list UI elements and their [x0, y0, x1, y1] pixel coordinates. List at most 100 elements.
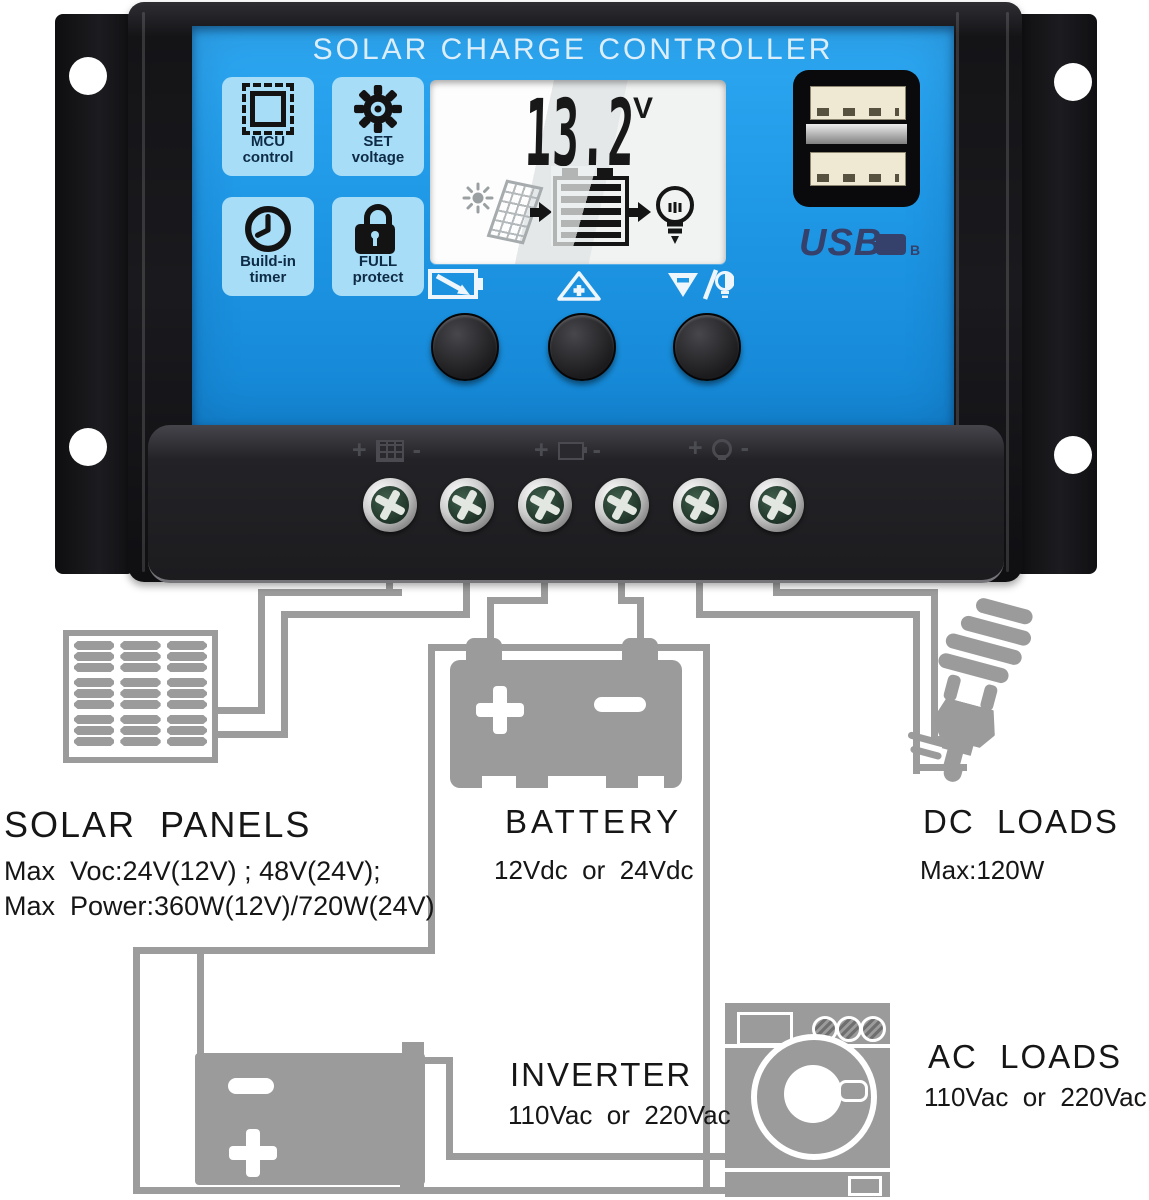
battery-terminal-icon	[557, 441, 587, 460]
battery-foot-notch	[482, 776, 516, 788]
battery-foot-notch	[548, 776, 606, 788]
battery-type-button[interactable]	[431, 313, 499, 381]
solar-cell	[120, 641, 161, 672]
wire-battery-positive	[487, 597, 548, 604]
wire-inverter-left	[428, 651, 435, 954]
terminal-screw[interactable]	[673, 478, 727, 532]
wire-dcload-negative	[773, 574, 780, 596]
inverter-title: INVERTER	[510, 1056, 693, 1093]
mounting-hole	[1054, 436, 1092, 474]
mounting-hole	[69, 57, 107, 95]
solar-cell-bar	[120, 641, 161, 650]
solar-panel-column	[166, 641, 207, 752]
solar-panels-spec1: Max Voc:24V(12V) ; 48V(24V);	[4, 856, 381, 886]
mounting-hole	[1054, 63, 1092, 101]
wire-solar-negative	[463, 574, 470, 618]
wire-dcload-positive	[696, 574, 703, 618]
terminal-screw[interactable]	[750, 478, 804, 532]
wire-solar-negative	[281, 611, 470, 618]
solar-cell-bar	[120, 726, 161, 735]
washer-knob	[836, 1016, 862, 1042]
terminal-screw[interactable]	[595, 478, 649, 532]
wire-solar-positive	[214, 707, 262, 714]
solar-cell-bar	[166, 700, 207, 709]
gear-icon	[353, 84, 403, 134]
solar-cell-bar	[120, 663, 161, 672]
decrease-load-button[interactable]	[673, 313, 741, 381]
usb-mark: B	[910, 242, 921, 258]
washer-knob	[860, 1016, 886, 1042]
solar-cell-bar	[166, 678, 207, 687]
mounting-bracket-left	[55, 14, 135, 574]
wire-inverter-left	[197, 954, 204, 1054]
solar-cell-bar	[166, 726, 207, 735]
lcd-arrow-icon	[629, 202, 651, 222]
lcd-voltage-unit: V	[633, 92, 654, 125]
terminal-screw[interactable]	[518, 478, 572, 532]
solar-cell-bar	[166, 715, 207, 724]
ac-loads-spec1: 110Vac or 220Vac	[924, 1082, 1147, 1112]
wire-inverter-right	[703, 651, 710, 1194]
inverter-icon	[195, 1053, 425, 1185]
wire-dcload-positive	[913, 618, 920, 774]
wire-solar-positive	[258, 596, 265, 714]
clock-icon	[244, 204, 292, 254]
dc-loads-spec1: Max:120W	[920, 855, 1045, 885]
terminal-screw[interactable]	[363, 478, 417, 532]
solar-cell-bar	[120, 652, 161, 661]
solar-cell-bar	[74, 715, 115, 724]
solar-cell	[74, 641, 115, 672]
solar-cell-bar	[74, 641, 115, 650]
device-title: SOLAR CHARGE CONTROLLER	[312, 33, 834, 66]
battery-spec1: 12Vdc or 24Vdc	[494, 855, 694, 885]
lcd-display: 13.2 V	[430, 80, 726, 264]
solar-panel-column	[74, 641, 115, 752]
dc-loads-title: DC LOADS	[923, 803, 1119, 840]
inverter-top-tab	[402, 1042, 424, 1056]
wire-solar-negative	[214, 731, 284, 738]
terminal-screw[interactable]	[440, 478, 494, 532]
minus-triangle-lamp-indicator-icon	[668, 269, 734, 300]
solar-panel-column	[120, 641, 161, 752]
terminal-label-load: + -	[688, 434, 749, 462]
solar-cell-bar	[74, 663, 115, 672]
usb-label: USB	[799, 222, 883, 264]
battery-foot-notch	[638, 776, 664, 788]
solar-cell	[166, 641, 207, 672]
padlock-icon	[355, 204, 401, 254]
increase-button[interactable]	[548, 313, 616, 381]
solar-cell-bar	[120, 737, 161, 746]
solar-panels-spec2: Max Power:360W(12V)/720W(24V)	[4, 891, 435, 921]
wire-solar-negative	[281, 618, 288, 738]
solar-cell	[166, 715, 207, 746]
solar-cell-bar	[166, 663, 207, 672]
mcu-stamp-icon	[242, 83, 294, 135]
solar-cell-bar	[120, 678, 161, 687]
wire-solar-positive	[258, 589, 402, 596]
usb-port-top	[810, 86, 906, 120]
solar-cell-bar	[74, 726, 115, 735]
solar-cell-bar	[166, 652, 207, 661]
mounting-hole	[69, 428, 107, 466]
solar-cell	[120, 715, 161, 746]
lcd-bulb-icon	[656, 186, 694, 244]
wire-battery-positive	[487, 604, 494, 648]
solar-cell-bar	[120, 700, 161, 709]
solar-cell	[74, 715, 115, 746]
battery-charge-indicator-icon	[428, 269, 483, 299]
wire-solar-positive	[386, 574, 393, 596]
washer-kick-panel	[848, 1176, 882, 1196]
wire-battery-negative	[618, 574, 625, 604]
solar-cell-bar	[74, 652, 115, 661]
wire-acload-top	[446, 1057, 453, 1160]
solar-cell	[166, 678, 207, 709]
battery-title: BATTERY	[505, 803, 683, 840]
solar-panel-terminal-icon	[375, 439, 404, 462]
solar-cell-bar	[166, 689, 207, 698]
terminal-label-solar: + -	[352, 436, 421, 464]
